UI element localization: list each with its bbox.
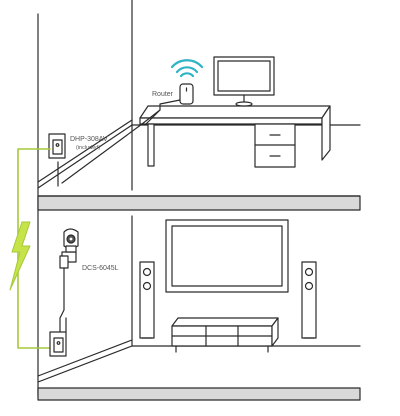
desk (139, 105, 331, 168)
tv-screen (171, 225, 283, 287)
camera-model-label: DCS-6045L (82, 265, 119, 272)
router (179, 83, 194, 105)
wifi-icon (170, 59, 204, 78)
wifi-arc-3 (170, 59, 204, 69)
cabinet-side (271, 317, 279, 347)
desk-left-panel (147, 123, 155, 167)
router-label: Router (152, 91, 174, 98)
labels: Router DHP-308AV (included) DCS-6045L (70, 91, 174, 272)
speaker-left-cone-top (142, 267, 152, 277)
adapter-top-body (52, 139, 63, 155)
adapter-note-label: (included) (76, 145, 100, 151)
building-structure (37, 0, 361, 401)
adapter-bottom-led (56, 341, 61, 345)
tv (165, 219, 289, 293)
router-body (179, 83, 194, 105)
speaker-left-cone-mid (142, 281, 152, 291)
monitor-screen-inner (217, 60, 271, 92)
cabinet-top (171, 317, 279, 327)
speaker-right-cone-mid (304, 281, 314, 291)
monitor-base (235, 101, 253, 107)
camera-base (65, 245, 77, 253)
camera-to-adapter-cable (59, 267, 65, 336)
adapter-top-led (55, 143, 60, 147)
speaker-right-cone-top (304, 267, 314, 277)
speaker-left-body (139, 261, 155, 339)
speaker-left (139, 261, 155, 339)
desk-right-panel (321, 105, 331, 161)
desk-top (139, 105, 331, 119)
wifi-arc-1 (179, 72, 195, 78)
tv-cabinet (171, 317, 279, 353)
floor-edge-top (37, 124, 133, 189)
floor-slab-bottom (37, 387, 361, 401)
bolt-shape (9, 221, 31, 291)
monitor (213, 56, 275, 107)
security-camera (59, 228, 79, 269)
camera-lens-inner (69, 237, 73, 241)
camera-outlet (59, 255, 69, 269)
powerline-adapter-bottom (49, 331, 67, 357)
adapter-bottom-body (53, 337, 64, 353)
speaker-right-body (301, 261, 317, 339)
adapter-model-label: DHP-308AV (70, 136, 108, 143)
skirting-top (37, 119, 133, 183)
camera-cable (59, 267, 65, 336)
floor-edge-bottom (37, 345, 133, 383)
speaker-right (301, 261, 317, 339)
skirting-bottom (37, 339, 133, 377)
wifi-arc-2 (175, 66, 199, 74)
desk-top-front (139, 117, 323, 125)
tv-frame (165, 219, 289, 293)
floor-slab-middle (37, 195, 361, 211)
lightning-bolt-icon (9, 221, 31, 291)
ethernet-cable (57, 99, 181, 187)
monitor-screen (213, 56, 275, 96)
powerline-adapter-top (48, 133, 66, 159)
cable-router-to-wall-2 (145, 109, 161, 125)
